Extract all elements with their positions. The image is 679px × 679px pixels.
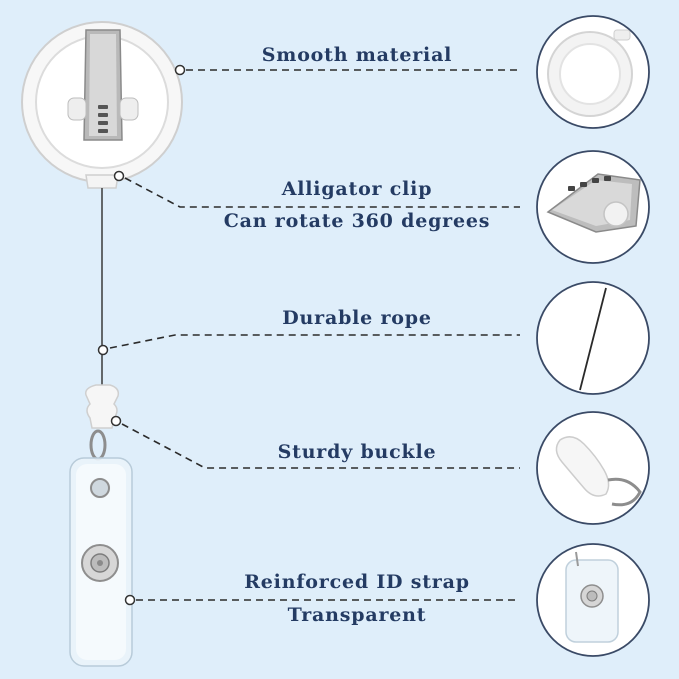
label-smooth-material: Smooth material [261,44,453,66]
label-durable-rope: Durable rope [282,307,432,329]
detail-circle-clip [536,150,650,264]
anchor-dots [97,64,186,606]
detail-circle-rope [536,281,650,395]
detail-circle-buckle [536,411,650,525]
label-transparent: Transparent [287,604,427,626]
label-reinforced-id-strap: Reinforced ID strap [244,571,470,593]
alligator-clip [67,29,139,141]
label-alligator-clip: Alligator clip [281,178,433,200]
detail-circle-material [536,15,650,129]
label-sturdy-buckle: Sturdy buckle [277,441,437,463]
clear-id-strap [69,457,133,667]
label-rotate-360: Can rotate 360 degrees [223,210,491,232]
connector-lines [109,69,520,601]
detail-circle-strap [536,543,650,657]
